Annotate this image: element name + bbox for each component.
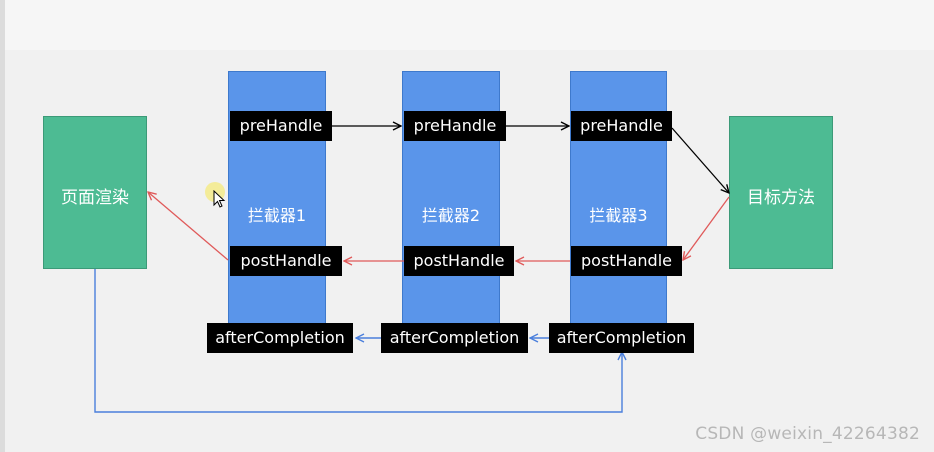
posthandle-tag-3: postHandle bbox=[571, 246, 682, 276]
mouse-pointer-icon bbox=[213, 190, 226, 208]
prehandle-tag-2: preHandle bbox=[404, 111, 506, 141]
posthandle-tag-2: postHandle bbox=[404, 246, 514, 276]
interceptor-3-label: 拦截器3 bbox=[589, 206, 648, 225]
arrow-target-to-post-3 bbox=[683, 196, 730, 260]
slide-top-band bbox=[5, 0, 934, 50]
render-node-label: 页面渲染 bbox=[61, 188, 129, 208]
aftercompletion-tag-2: afterCompletion bbox=[381, 323, 528, 353]
aftercompletion-tag-1: afterCompletion bbox=[207, 323, 353, 353]
render-node: 页面渲染 bbox=[43, 116, 147, 269]
arrow-pre-3-to-target bbox=[671, 127, 729, 193]
window-edge bbox=[0, 0, 5, 452]
posthandle-tag-1: postHandle bbox=[230, 246, 342, 276]
prehandle-tag-1: preHandle bbox=[230, 111, 332, 141]
target-method-label: 目标方法 bbox=[747, 188, 815, 208]
aftercompletion-tag-3: afterCompletion bbox=[549, 323, 694, 353]
watermark: CSDN @weixin_42264382 bbox=[695, 424, 920, 444]
interceptor-1-label: 拦截器1 bbox=[247, 206, 307, 225]
arrow-post-1-to-render bbox=[148, 192, 229, 261]
interceptor-2-label: 拦截器2 bbox=[421, 206, 481, 225]
arrow-render-to-after-3 bbox=[94, 269, 622, 413]
prehandle-tag-3: preHandle bbox=[571, 111, 672, 141]
